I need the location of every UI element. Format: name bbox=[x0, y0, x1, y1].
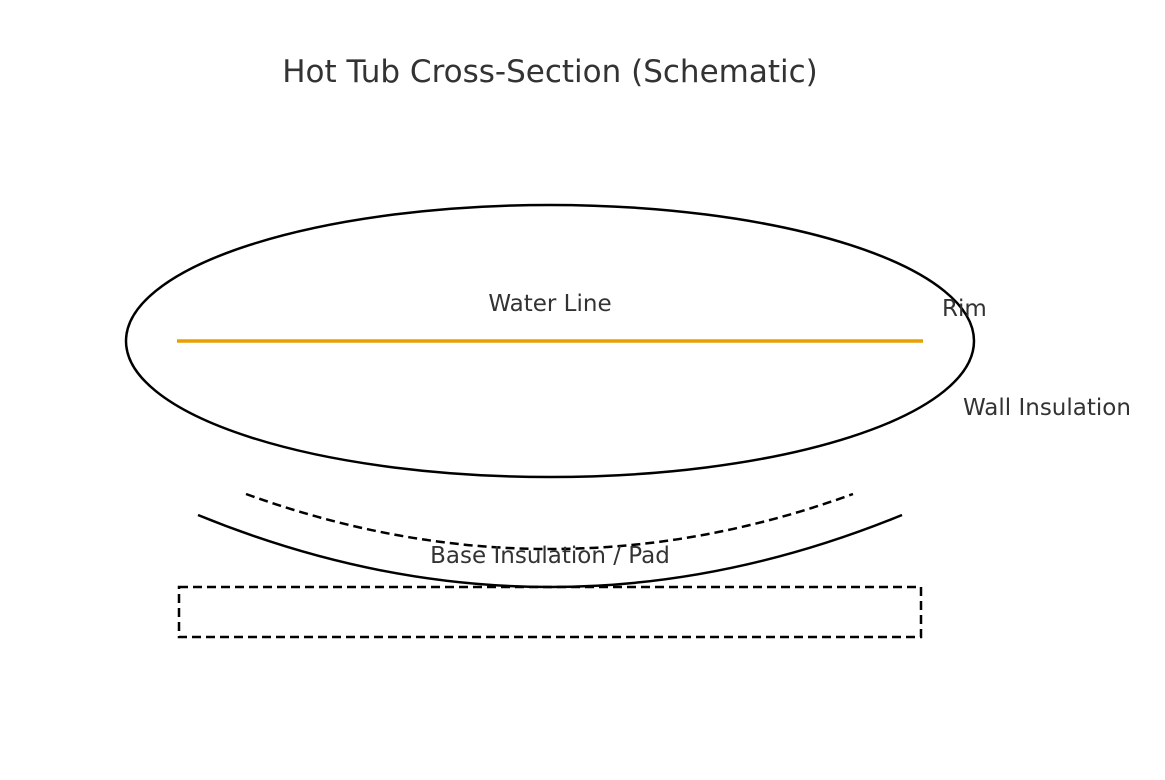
diagram-title: Hot Tub Cross-Section (Schematic) bbox=[282, 54, 818, 90]
water-line-label: Water Line bbox=[488, 291, 611, 317]
wall-insulation-arc bbox=[245, 492, 854, 551]
wall-insulation-label: Wall Insulation bbox=[963, 395, 1131, 421]
base-pad-rect bbox=[177, 585, 923, 639]
base-insulation-label: Base Insulation / Pad bbox=[430, 543, 670, 569]
rim-label: Rim bbox=[942, 296, 987, 322]
tub-rim-ellipse bbox=[124, 203, 976, 479]
